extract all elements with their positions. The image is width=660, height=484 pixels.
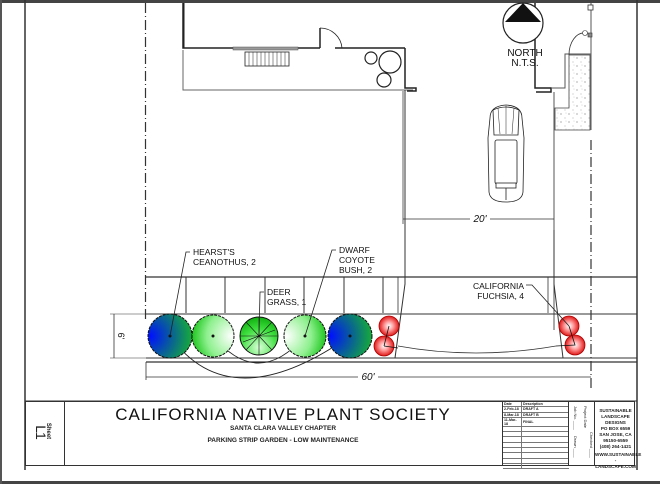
dimension-60ft-label: 60' bbox=[361, 372, 375, 383]
svg-text:COYOTE: COYOTE bbox=[339, 255, 375, 265]
svg-text:HEARST'S: HEARST'S bbox=[193, 247, 235, 257]
callout-fuchsia: CALIFORNIA FUCHSIA, 4 bbox=[473, 281, 524, 301]
plant-ceanothus-2[interactable] bbox=[327, 313, 373, 359]
title-main: CALIFORNIA NATIVE PLANT SOCIETY SANTA CL… bbox=[64, 402, 502, 465]
house-outline bbox=[182, 3, 591, 224]
dimension-6ft: 6' bbox=[110, 313, 146, 359]
drawing-subtitle: SANTA CLARA VALLEY CHAPTER bbox=[229, 425, 337, 432]
svg-text:DWARF: DWARF bbox=[339, 245, 370, 255]
project-name: PARKING STRIP GARDEN - LOW MAINTENANCE bbox=[207, 437, 359, 444]
plant-coyote-bush-1[interactable] bbox=[191, 314, 235, 358]
dimension-6ft-label: 6' bbox=[116, 333, 126, 340]
callout-coyote-bush: DWARF COYOTE BUSH, 2 bbox=[339, 245, 375, 275]
job-number: Job No. ____ bbox=[573, 406, 578, 430]
svg-text:CEANOTHUS, 2: CEANOTHUS, 2 bbox=[193, 257, 256, 267]
svg-text:DEER: DEER bbox=[267, 287, 291, 297]
dimension-20ft: 20' bbox=[403, 213, 554, 225]
firm-info: SUSTAINABLE LANDSCAPE DESIGNS PO BOX 655… bbox=[594, 402, 642, 469]
scale-note: N.T.S. bbox=[511, 58, 538, 69]
callout-ceanothus: HEARST'S CEANOTHUS, 2 bbox=[193, 247, 256, 267]
top-border bbox=[0, 0, 660, 3]
firm-website[interactable]: WWW.SUSTAINABLE bbox=[595, 452, 642, 457]
car-icon bbox=[487, 104, 525, 203]
drawing-title: CALIFORNIA NATIVE PLANT SOCIETY bbox=[115, 405, 451, 424]
north-arrow[interactable]: NORTH N.T.S. bbox=[502, 2, 544, 69]
svg-text:GRASS, 1: GRASS, 1 bbox=[267, 297, 306, 307]
north-arrow-icon bbox=[505, 3, 541, 22]
title-block: L1 Sheet CALIFORNIA NATIVE PLANT SOCIETY… bbox=[25, 401, 642, 470]
job-meta: Job No. ____ Drawn ____ Project Date Che… bbox=[568, 402, 595, 465]
svg-text:BUSH, 2: BUSH, 2 bbox=[339, 265, 372, 275]
svg-text:FUCHSIA, 4: FUCHSIA, 4 bbox=[477, 291, 524, 301]
callout-deer-grass: DEER GRASS, 1 bbox=[267, 287, 306, 307]
walkway bbox=[554, 54, 591, 131]
dimension-20ft-label: 20' bbox=[472, 214, 487, 225]
bottom-border bbox=[0, 481, 660, 484]
plant-fuchsia-group-left[interactable] bbox=[373, 315, 400, 357]
parking-strip bbox=[146, 90, 637, 363]
sheet-number-cell: L1 Sheet bbox=[26, 402, 65, 465]
drawn-by: Drawn ____ bbox=[573, 436, 578, 458]
north-label: NORTH bbox=[507, 48, 542, 59]
svg-text:CALIFORNIA: CALIFORNIA bbox=[473, 281, 524, 291]
dimension-60ft: 60' bbox=[145, 362, 591, 383]
project-date: Project Date bbox=[583, 406, 588, 429]
sheet-label: Sheet bbox=[45, 422, 52, 440]
